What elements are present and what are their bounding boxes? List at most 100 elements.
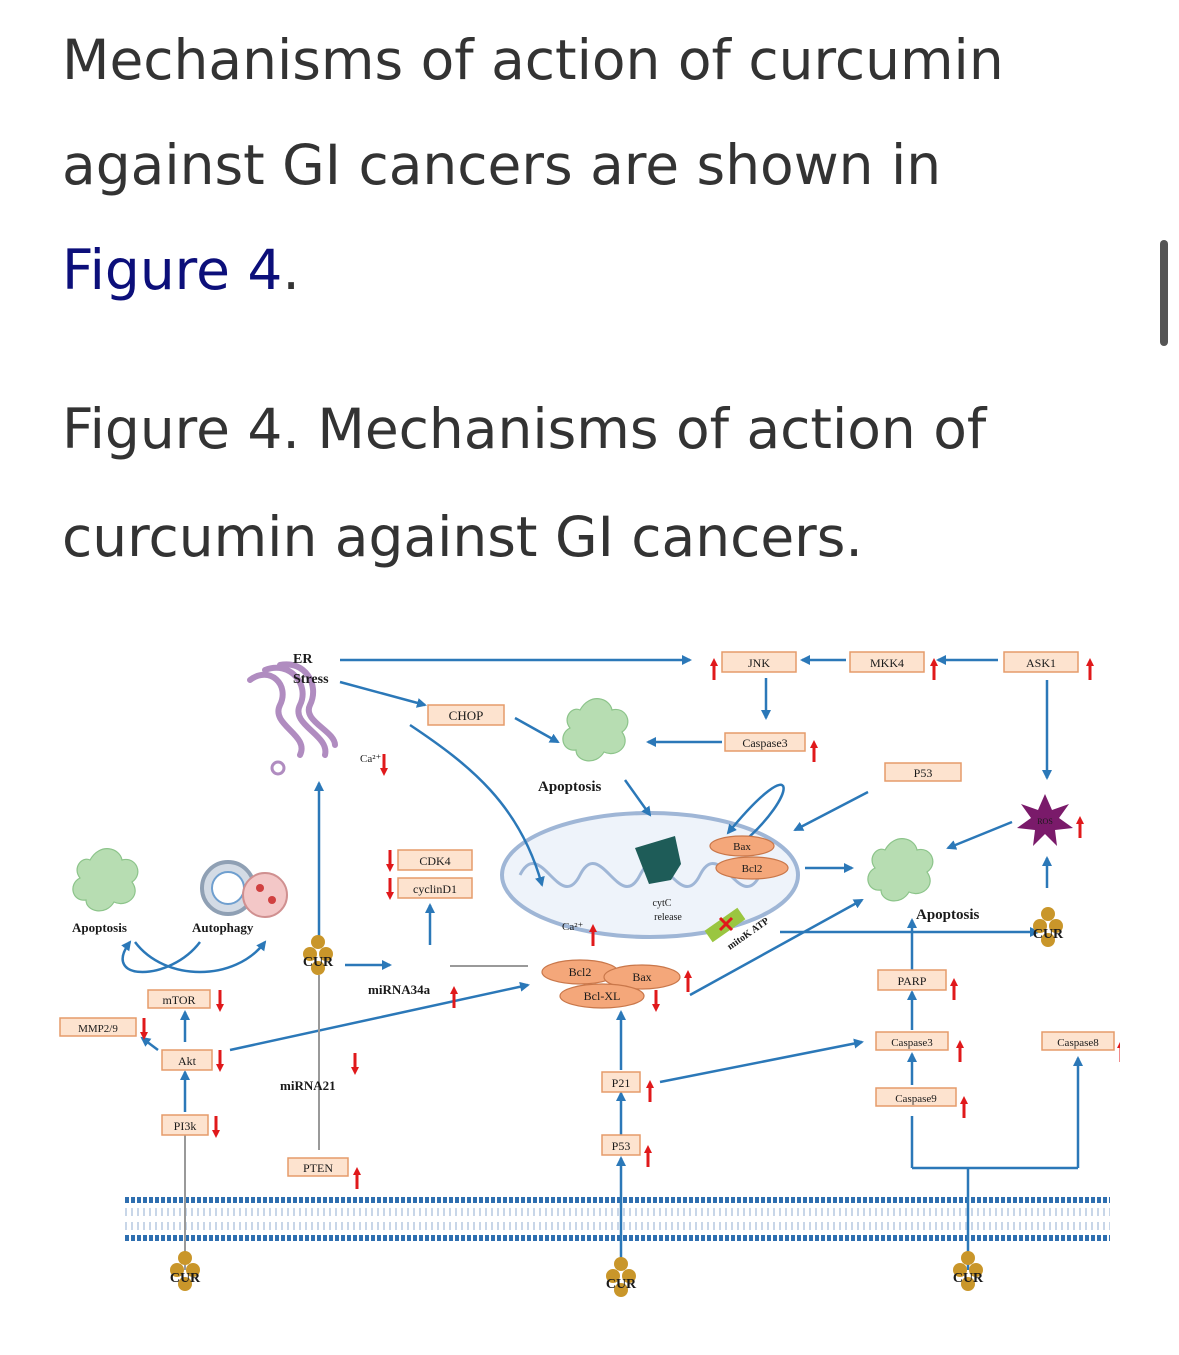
- apoptosis-left-label: Apoptosis: [72, 920, 127, 935]
- apoptosis-center-label: Apoptosis: [538, 779, 602, 795]
- mtor-box: [147, 989, 211, 1009]
- ros-burst-icon: ROS: [1017, 794, 1073, 846]
- p21-up-arrow: [646, 1080, 654, 1102]
- caspase3-low-box: [875, 1031, 949, 1051]
- caspase9-box: [875, 1087, 957, 1107]
- caspase9-up-arrow: [960, 1096, 968, 1118]
- mmp29-label: MMP2/9: [78, 1023, 118, 1035]
- cdk4-box: [397, 849, 473, 871]
- apoptotic-cell-center-icon: [562, 698, 629, 762]
- p53-low-box: [601, 1134, 641, 1156]
- pi3k-label: PI3k: [174, 1119, 197, 1133]
- parp-up-arrow: [950, 978, 958, 1000]
- pi3k-down-arrow: [212, 1116, 220, 1138]
- ask1-label: ASK1: [1026, 656, 1056, 670]
- apoptotic-cell-right-icon: [867, 838, 934, 902]
- paragraph-text: Mechanisms of action of curcumin against…: [62, 28, 1004, 197]
- mkk4-box: [849, 651, 925, 673]
- mtor-label: mTOR: [162, 993, 195, 1007]
- cyclind1-label: cyclinD1: [413, 882, 457, 896]
- autophagy-label: Autophagy: [192, 920, 254, 935]
- chop-label: CHOP: [449, 708, 484, 723]
- ros-label: ROS: [1037, 817, 1053, 826]
- ros-up-arrow: [1076, 816, 1084, 838]
- parp-label: PARP: [898, 974, 927, 988]
- bax-top-label: Bax: [733, 841, 751, 853]
- caspase8-box: [1041, 1031, 1115, 1051]
- figure-caption: Figure 4. Mechanisms of action of curcum…: [62, 397, 987, 569]
- mitok-channel-icon: [704, 907, 746, 943]
- caspase3-top-up-arrow: [810, 740, 818, 762]
- jnk-up-arrow: [710, 658, 718, 680]
- ask1-up-arrow: [1086, 658, 1094, 680]
- bcl2-low-label: Bcl2: [569, 965, 592, 979]
- ca2-top-label: Ca²⁺: [360, 753, 382, 765]
- calcium-channel-icon: [635, 836, 681, 884]
- mirna34a-up-arrow: [450, 986, 458, 1008]
- cyclind1-box: [397, 877, 473, 899]
- pi3k-box: [161, 1114, 209, 1136]
- figure-4-link[interactable]: Figure 4: [62, 238, 283, 302]
- cur-label-1: CUR: [303, 955, 334, 970]
- er-stress-label-2: Stress: [293, 672, 329, 687]
- pten-up-arrow: [353, 1167, 361, 1189]
- akt-box: [161, 1049, 213, 1071]
- chop-box: [427, 704, 505, 726]
- caspase8-label: Caspase8: [1057, 1037, 1099, 1049]
- p21-label: P21: [612, 1076, 631, 1090]
- bclxl-down-arrow: [652, 990, 660, 1012]
- cyclind1-down-arrow: [386, 878, 394, 900]
- pten-label: PTEN: [303, 1161, 333, 1175]
- bax-top-ellipse: [709, 835, 775, 857]
- bclxl-ellipse: [559, 983, 645, 1009]
- caspase3-low-label: Caspase3: [891, 1037, 933, 1049]
- jnk-label: JNK: [748, 656, 770, 670]
- paragraph-period: .: [282, 238, 300, 302]
- cur-label-4: CUR: [606, 1277, 637, 1292]
- curcumin-mechanism-figure: ROS: [59, 651, 1120, 1297]
- bax-low-label: Bax: [632, 970, 651, 984]
- bcl2-top-label: Bcl2: [742, 863, 763, 875]
- mirna34a-label: miRNA34a: [368, 982, 431, 997]
- ca2-mito-label: Ca²⁺: [562, 921, 584, 933]
- apoptotic-cell-left-icon: [72, 848, 139, 912]
- er-organelle-icon: [247, 661, 338, 776]
- bclxl-label: Bcl-XL: [584, 989, 621, 1003]
- caspase9-label: Caspase9: [895, 1093, 937, 1105]
- cur-label-3: CUR: [170, 1271, 201, 1286]
- mtor-down-arrow: [216, 990, 224, 1012]
- mmp29-down-arrow: [140, 1018, 148, 1040]
- akt-label: Akt: [178, 1054, 197, 1068]
- cdk4-down-arrow: [386, 850, 394, 872]
- caspase3-low-up-arrow: [956, 1040, 964, 1062]
- bax-low-ellipse: [603, 964, 681, 990]
- mkk4-up-arrow: [930, 658, 938, 680]
- parp-box: [877, 969, 947, 991]
- cur-label-2: CUR: [1033, 927, 1064, 942]
- mirna21-label: miRNA21: [280, 1078, 336, 1093]
- akt-down-arrow: [216, 1050, 224, 1072]
- mmp29-box: [59, 1017, 137, 1037]
- scrollbar-thumb[interactable]: [1160, 240, 1168, 346]
- autophagy-icon: [200, 860, 288, 918]
- cdk4-label: CDK4: [419, 854, 450, 868]
- p53-low-label: P53: [612, 1139, 631, 1153]
- caspase8-up-arrow: [1117, 1040, 1120, 1062]
- cytc-label-2: release: [654, 912, 682, 923]
- pathway-arrows: [121, 655, 1078, 1270]
- bcl2-top-ellipse: [715, 856, 789, 880]
- ask1-box: [1003, 651, 1079, 673]
- pten-box: [287, 1157, 349, 1177]
- article-paragraph: Mechanisms of action of curcumin against…: [62, 8, 1072, 323]
- mirna21-down-arrow: [351, 1053, 359, 1075]
- p53-right-box: [884, 762, 962, 782]
- cur-label-5: CUR: [953, 1271, 984, 1286]
- bax-low-up-arrow: [684, 970, 692, 992]
- caspase3-top-label: Caspase3: [742, 736, 787, 750]
- p21-box: [601, 1071, 641, 1093]
- apoptosis-right-label: Apoptosis: [916, 907, 980, 923]
- caspase3-top-box: [724, 732, 806, 752]
- cell-membrane: [125, 1197, 1110, 1241]
- mkk4-label: MKK4: [870, 656, 904, 670]
- p53-low-up-arrow: [644, 1145, 652, 1167]
